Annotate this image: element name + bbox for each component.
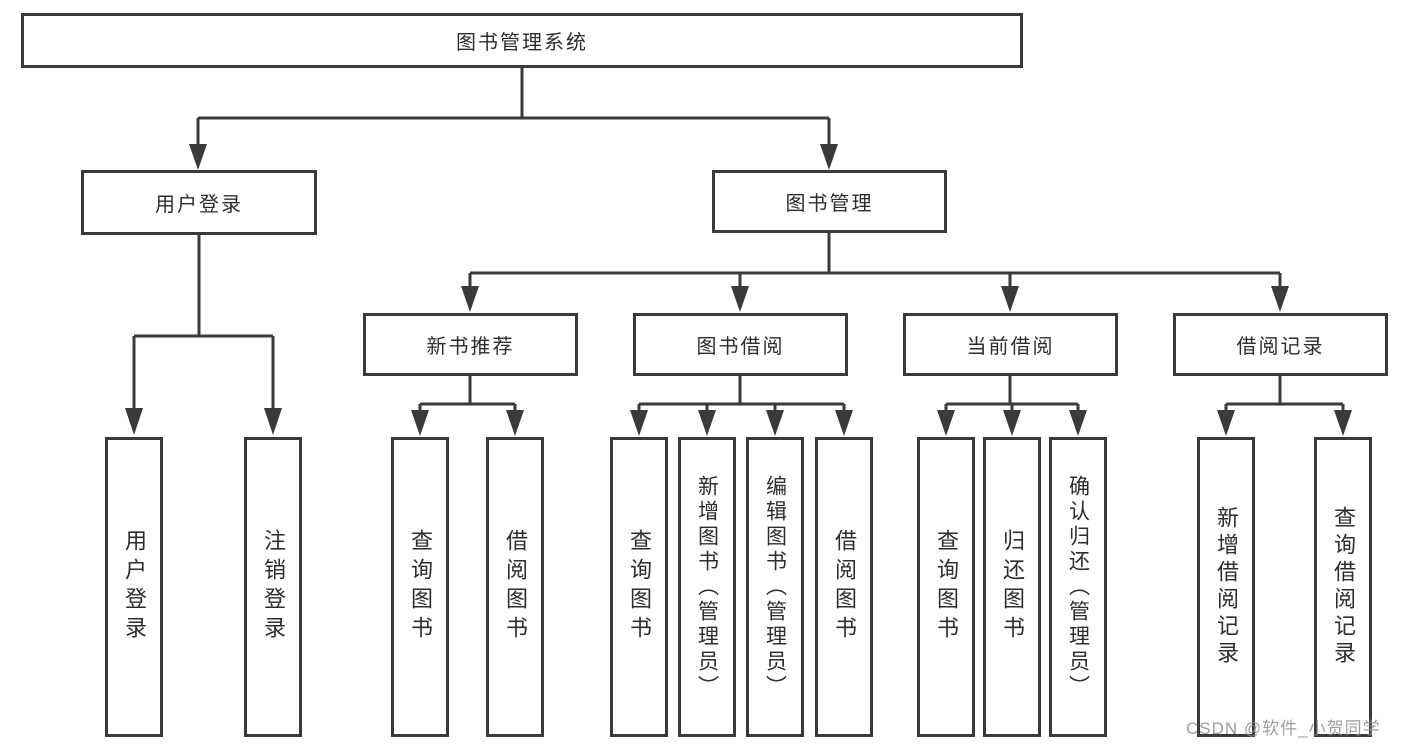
- node-user-login-label: 用户登录: [155, 194, 243, 216]
- node-book-borrow-label: 图书借阅: [696, 336, 785, 358]
- arrowheads: [125, 144, 1352, 436]
- leaf-user-login: 用户登录: [105, 437, 163, 737]
- node-user-login: 用户登录: [81, 170, 317, 235]
- node-current-borrow-label: 当前借阅: [966, 336, 1055, 358]
- leaf-query-book-2-label: 查询图书: [627, 529, 652, 645]
- leaf-query-borrow-record-label: 查询借阅记录: [1331, 506, 1356, 668]
- leaf-add-borrow-record-label: 新增借阅记录: [1214, 506, 1239, 668]
- leaf-return-book: 归还图书: [983, 437, 1041, 737]
- node-root-label: 图书管理系统: [456, 32, 588, 54]
- leaf-user-login-label: 用户登录: [122, 529, 147, 645]
- leaf-borrow-book-1: 借阅图书: [486, 437, 544, 737]
- leaf-borrow-book-2-label: 借阅图书: [832, 529, 857, 645]
- node-borrow-records: 借阅记录: [1173, 313, 1388, 376]
- node-root-library-system: 图书管理系统: [21, 13, 1023, 68]
- leaf-confirm-return-admin: 确认归还（管理员）: [1049, 437, 1107, 737]
- leaf-borrow-book-2: 借阅图书: [815, 437, 873, 737]
- node-new-book-recommend: 新书推荐: [363, 313, 578, 376]
- leaf-query-book-2: 查询图书: [610, 437, 668, 737]
- leaf-edit-book-admin: 编辑图书（管理员）: [746, 437, 804, 737]
- node-borrow-records-label: 借阅记录: [1236, 336, 1325, 358]
- leaf-borrow-book-1-label: 借阅图书: [503, 529, 528, 645]
- node-book-management-label: 图书管理: [785, 193, 874, 215]
- leaf-logout: 注销登录: [244, 437, 302, 737]
- leaf-query-book-3-label: 查询图书: [934, 529, 959, 645]
- leaf-query-book-3: 查询图书: [917, 437, 975, 737]
- leaf-add-borrow-record: 新增借阅记录: [1197, 437, 1255, 737]
- leaf-query-book-1-label: 查询图书: [408, 529, 433, 645]
- leaf-add-book-admin: 新增图书（管理员）: [678, 437, 736, 737]
- node-book-borrow: 图书借阅: [633, 313, 848, 376]
- leaf-edit-book-admin-label: 编辑图书（管理员）: [763, 474, 787, 700]
- csdn-watermark: CSDN @软件_小贺同学: [1186, 719, 1381, 738]
- leaf-return-book-label: 归还图书: [1000, 529, 1025, 645]
- leaf-logout-label: 注销登录: [261, 529, 286, 645]
- leaf-query-borrow-record: 查询借阅记录: [1314, 437, 1372, 737]
- leaf-confirm-return-admin-label: 确认归还（管理员）: [1066, 474, 1090, 700]
- leaf-query-book-1: 查询图书: [391, 437, 449, 737]
- node-book-management: 图书管理: [712, 170, 947, 233]
- node-current-borrow: 当前借阅: [903, 313, 1118, 376]
- leaf-add-book-admin-label: 新增图书（管理员）: [695, 474, 719, 700]
- node-new-book-recommend-label: 新书推荐: [426, 336, 515, 358]
